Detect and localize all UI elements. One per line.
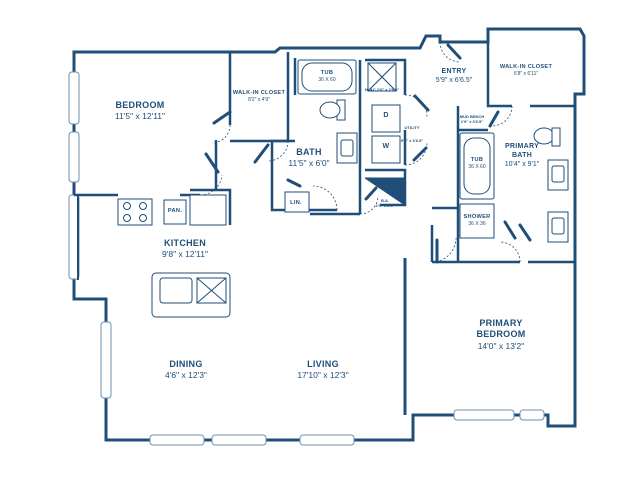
room-label-dining: DINING 4'6" x 12'3" <box>165 359 207 381</box>
room-dimensions: 9'8" x 12'11" <box>162 249 208 260</box>
door-leaves <box>204 43 532 264</box>
room-label-entry: ENTRY 5'9" x 6'6.5" <box>436 68 472 86</box>
door-swings <box>199 41 521 263</box>
room-label-mud-bench: MUD BENCH 1'9" x 3'6.5" <box>460 114 484 124</box>
windows <box>68 71 545 446</box>
room-name: BEDROOM <box>115 100 165 110</box>
room-name: UTILITY <box>404 125 420 130</box>
room-label-pantry: PAN. <box>168 208 182 215</box>
room-dimensions: 11'5" x 12'11" <box>114 111 166 122</box>
fixtures <box>117 59 569 318</box>
room-name: KITCHEN <box>163 238 207 248</box>
room-dimensions: 4'6" x 12'3" <box>165 370 207 381</box>
room-name: TUB <box>470 157 484 163</box>
room-label-ba-closet: B.A. 2'0" x 2'6" <box>375 198 394 208</box>
room-dimensions: 10'4" x 9'1" <box>504 160 540 168</box>
room-label-primary-bath: PRIMARY BATH 10'4" x 9'1" <box>497 143 547 169</box>
room-label-tub-primary: TUB 36 X 60 <box>468 157 485 170</box>
room-dimensions: 11'5" x 6'0" <box>288 158 330 169</box>
room-label-tub-main: TUB 36 X 60 <box>318 70 335 83</box>
room-name: B.A. <box>380 198 389 203</box>
room-name: LIVING <box>307 359 339 369</box>
room-name: PAN. <box>167 208 183 214</box>
room-label-walkin-closet: WALK-IN CLOSET 8'2" x 4'9" <box>233 90 285 103</box>
room-name: WALK-IN CLOSET <box>499 64 553 70</box>
room-dimensions: 36 X 60 <box>468 163 486 170</box>
room-name: HVAC <box>364 87 376 92</box>
room-label-primary-closet: WALK-IN CLOSET 6'8" x 6'11" <box>500 64 552 77</box>
room-name: DINING <box>169 359 203 369</box>
room-name: WALK-IN CLOSET <box>232 90 286 96</box>
room-label-bath: BATH 11'5" x 6'0" <box>288 147 329 169</box>
room-name: PRIMARY BATH <box>504 143 540 159</box>
room-name: BATH <box>296 147 322 157</box>
room-dimensions: 36 X 36 <box>468 220 486 227</box>
room-dimensions: 5'9" x 3'6.5" <box>400 138 424 143</box>
room-label-living: LIVING 17'10" x 12'3" <box>297 359 348 381</box>
room-label-dryer: D <box>383 112 388 121</box>
room-dimensions: 17'10" x 12'3" <box>297 370 349 381</box>
room-label-utility: UTILITY 5'9" x 3'6.5" <box>401 125 423 143</box>
room-label-hvac: HVAC 2'6" x 2'6.5" <box>365 87 400 92</box>
room-name: SHOWER <box>463 214 491 220</box>
room-label-bedroom: BEDROOM 11'5" x 12'11" <box>115 100 165 122</box>
room-name: ENTRY <box>441 68 467 75</box>
room-label-primary-bedroom: PRIMARY BEDROOM 14'0" x 13'2" <box>456 318 546 351</box>
room-label-washer: W <box>383 143 390 152</box>
room-dimensions: 8'2" x 4'9" <box>248 96 270 103</box>
room-label-kitchen: KITCHEN 9'8" x 12'11" <box>162 238 208 260</box>
room-dimensions: 2'6" x 2'6.5" <box>376 87 400 92</box>
room-name: TUB <box>320 70 334 76</box>
room-label-linen: LIN. <box>290 200 302 207</box>
room-dimensions: 1'9" x 3'6.5" <box>460 119 484 124</box>
room-dimensions: 14'0" x 13'2" <box>477 340 525 351</box>
dryer-symbol: D <box>383 112 389 119</box>
room-label-shower: SHOWER 36 X 36 <box>464 214 491 227</box>
room-name: PRIMARY BEDROOM <box>476 318 526 340</box>
room-dimensions: 36 X 60 <box>318 76 336 83</box>
room-name: MUD BENCH <box>459 114 485 119</box>
room-dimensions: 2'0" x 2'6" <box>375 203 395 208</box>
room-dimensions: 5'9" x 6'6.5" <box>435 76 473 84</box>
room-dimensions: 6'8" x 6'11" <box>513 70 539 77</box>
washer-symbol: W <box>382 143 390 150</box>
room-name: LIN. <box>290 200 302 206</box>
